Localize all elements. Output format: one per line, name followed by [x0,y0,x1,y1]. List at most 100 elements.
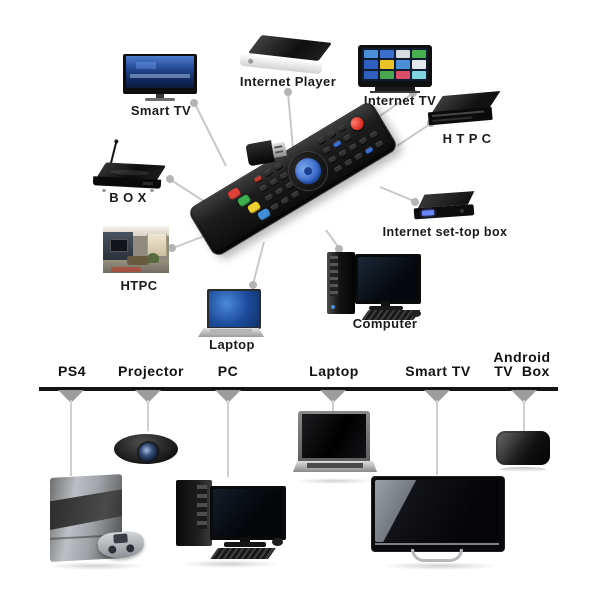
tv-app-grid [362,48,428,81]
pc-monitor [210,486,286,540]
shadow [295,478,375,484]
tv-stand-base [145,98,175,101]
remote-key-icon [358,136,369,146]
remote-key-icon [270,202,280,212]
power-button-icon [348,114,367,133]
pc-tower [176,480,212,546]
computer-label: Computer [352,316,418,331]
remote-key-icon [337,123,347,134]
laptop-base [293,461,377,472]
remote-key-icon [290,190,301,200]
remote-key-icon [354,152,364,162]
remote-key-icon [342,133,353,143]
pointer-triangle [215,390,241,403]
controller-touchpad [113,533,128,544]
pointer-triangle [511,390,537,403]
drop-line [227,400,229,477]
dpad-ring [290,153,326,189]
monitor-base [224,542,266,547]
ps4-label: PS4 [58,363,86,379]
room-tv [110,239,128,252]
remote-key-icon [368,130,379,140]
internet-tv-label: Internet TV [363,93,437,108]
monitor-stand [381,301,390,306]
internet-tv-image [358,45,438,97]
smart-tv-image [123,54,199,104]
tv-stand [375,87,415,91]
remote-key-icon [343,158,354,168]
monitor-stand [240,537,250,543]
laptop-base [198,328,264,337]
remote-key-icon [280,196,291,206]
usb-plug [271,141,287,158]
box-foot [150,189,154,192]
tv-arc-stand [411,549,463,562]
pointer-triangle [424,390,450,403]
laptop-bottom-image [293,411,377,481]
pc-image [172,476,286,564]
smart-tv-label: Smart TV [130,103,192,118]
drop-line [147,400,149,431]
remote-key-icon [333,164,344,174]
remote-key-icon [316,136,327,146]
laptop-screen [302,414,366,458]
drop-line [70,400,72,476]
mouse [272,538,283,546]
set-top-box-label: Internet set-top box [382,225,508,239]
drop-line [332,400,334,412]
dpad-center [302,165,314,177]
controller-stick [108,545,117,554]
room-sofa [127,256,149,265]
box-reflection [500,467,546,472]
mouse [411,310,421,317]
computer-image [321,246,423,322]
remote-key-icon [322,145,333,155]
box-foot [102,189,106,192]
remote-key-icon [327,155,338,165]
monitor-base [369,306,403,310]
remote-key-icon [274,187,285,197]
android-tv-box-image [496,431,554,475]
remote-key-icon [364,146,375,156]
remote-key-icon [273,162,284,172]
tv-screen [375,480,499,542]
remote-key-icon [374,139,385,150]
laptop-label: Laptop [309,363,359,379]
htpc-right-label: H T P C [442,131,492,146]
room-plant [147,253,159,263]
ps4-console-image [46,474,150,570]
htpc-left-label: HTPC [120,278,158,293]
android-tv-box-label-line1: Android [493,349,551,365]
room-ceiling [103,226,169,236]
pc-label: PC [217,363,239,379]
remote-key-icon [268,177,279,187]
pointer-triangle [320,390,346,403]
remote-key-icon [258,183,269,194]
projector-lens [137,441,160,464]
tv-stand [156,94,164,98]
remote-key-icon [338,148,349,159]
stb-display [421,209,435,216]
htpc-room-photo [103,226,169,273]
shadow [380,562,500,570]
computer-monitor [355,254,421,304]
laptop-screen [207,289,261,329]
shadow [46,562,146,570]
shadow [180,560,280,568]
dongle-body [245,140,275,167]
internet-player-image [236,35,332,75]
room-rug [111,267,141,272]
remote-key-icon [264,193,275,203]
android-tv-box-label-line2: TV Box [494,363,550,379]
bottom-device-line [39,387,558,391]
computer-tower [327,252,355,314]
smart-tv-bottom-image [371,476,507,568]
tv-stand-base [370,91,420,93]
laptop-top-label: Laptop [209,337,255,352]
box-gloss [498,433,548,463]
tv-screen [126,56,194,88]
tv-bottom-edge [375,543,499,545]
smart-tv-label: Smart TV [405,363,471,379]
